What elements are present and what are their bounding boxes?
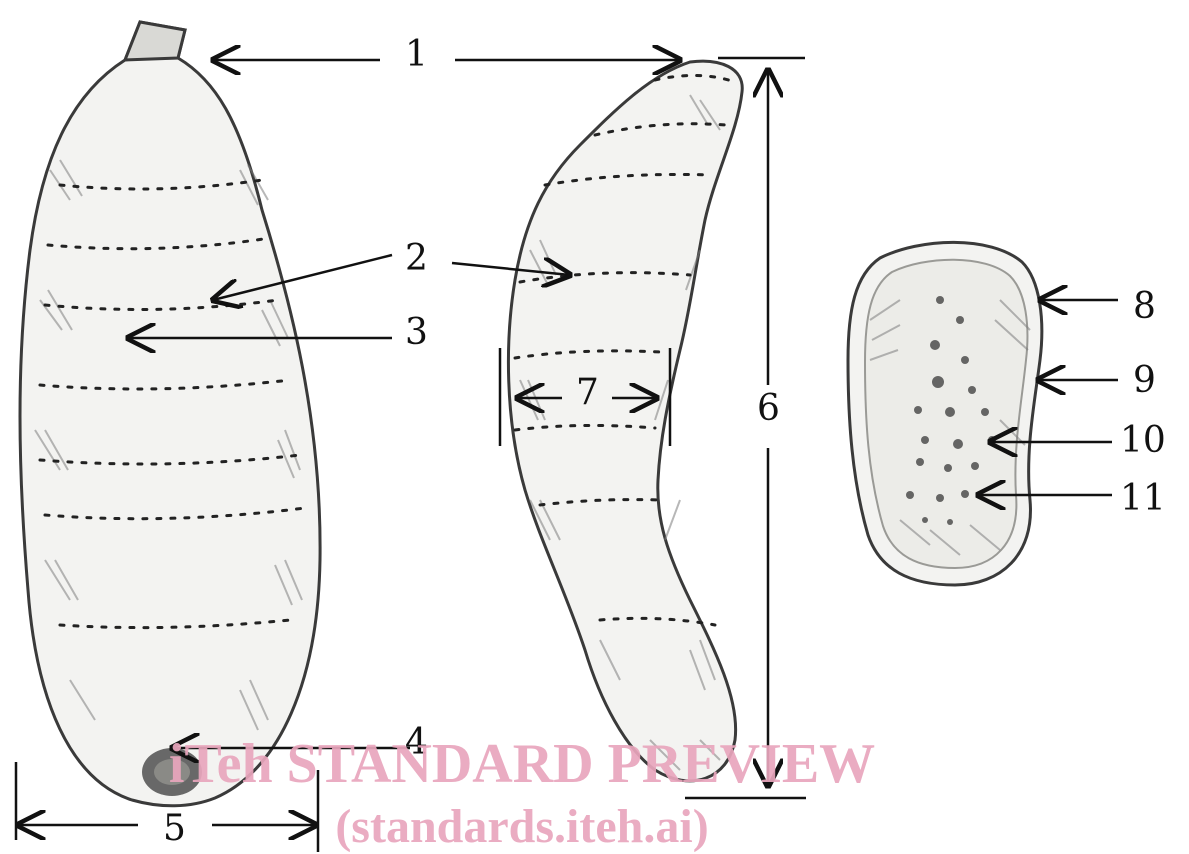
callout-11: 11 (1120, 478, 1166, 519)
callout-2: 2 (405, 238, 428, 279)
callout-5: 5 (163, 808, 186, 849)
tuber-side-view (508, 61, 742, 781)
callout-1: 1 (405, 34, 428, 75)
watermark: iTeh STANDARD PREVIEW (standards.iteh.ai… (169, 733, 875, 853)
callout-6: 6 (757, 388, 780, 429)
callout-3: 3 (405, 312, 428, 353)
callout-7: 7 (576, 372, 599, 413)
callout-9: 9 (1133, 360, 1156, 401)
tuber-front-view (20, 22, 320, 806)
watermark-line-1: iTeh STANDARD PREVIEW (169, 733, 875, 795)
watermark-line-2: (standards.iteh.ai) (335, 800, 708, 853)
tuber-cross-section (848, 242, 1042, 585)
callout-8: 8 (1133, 286, 1156, 327)
callout-10: 10 (1120, 420, 1166, 461)
